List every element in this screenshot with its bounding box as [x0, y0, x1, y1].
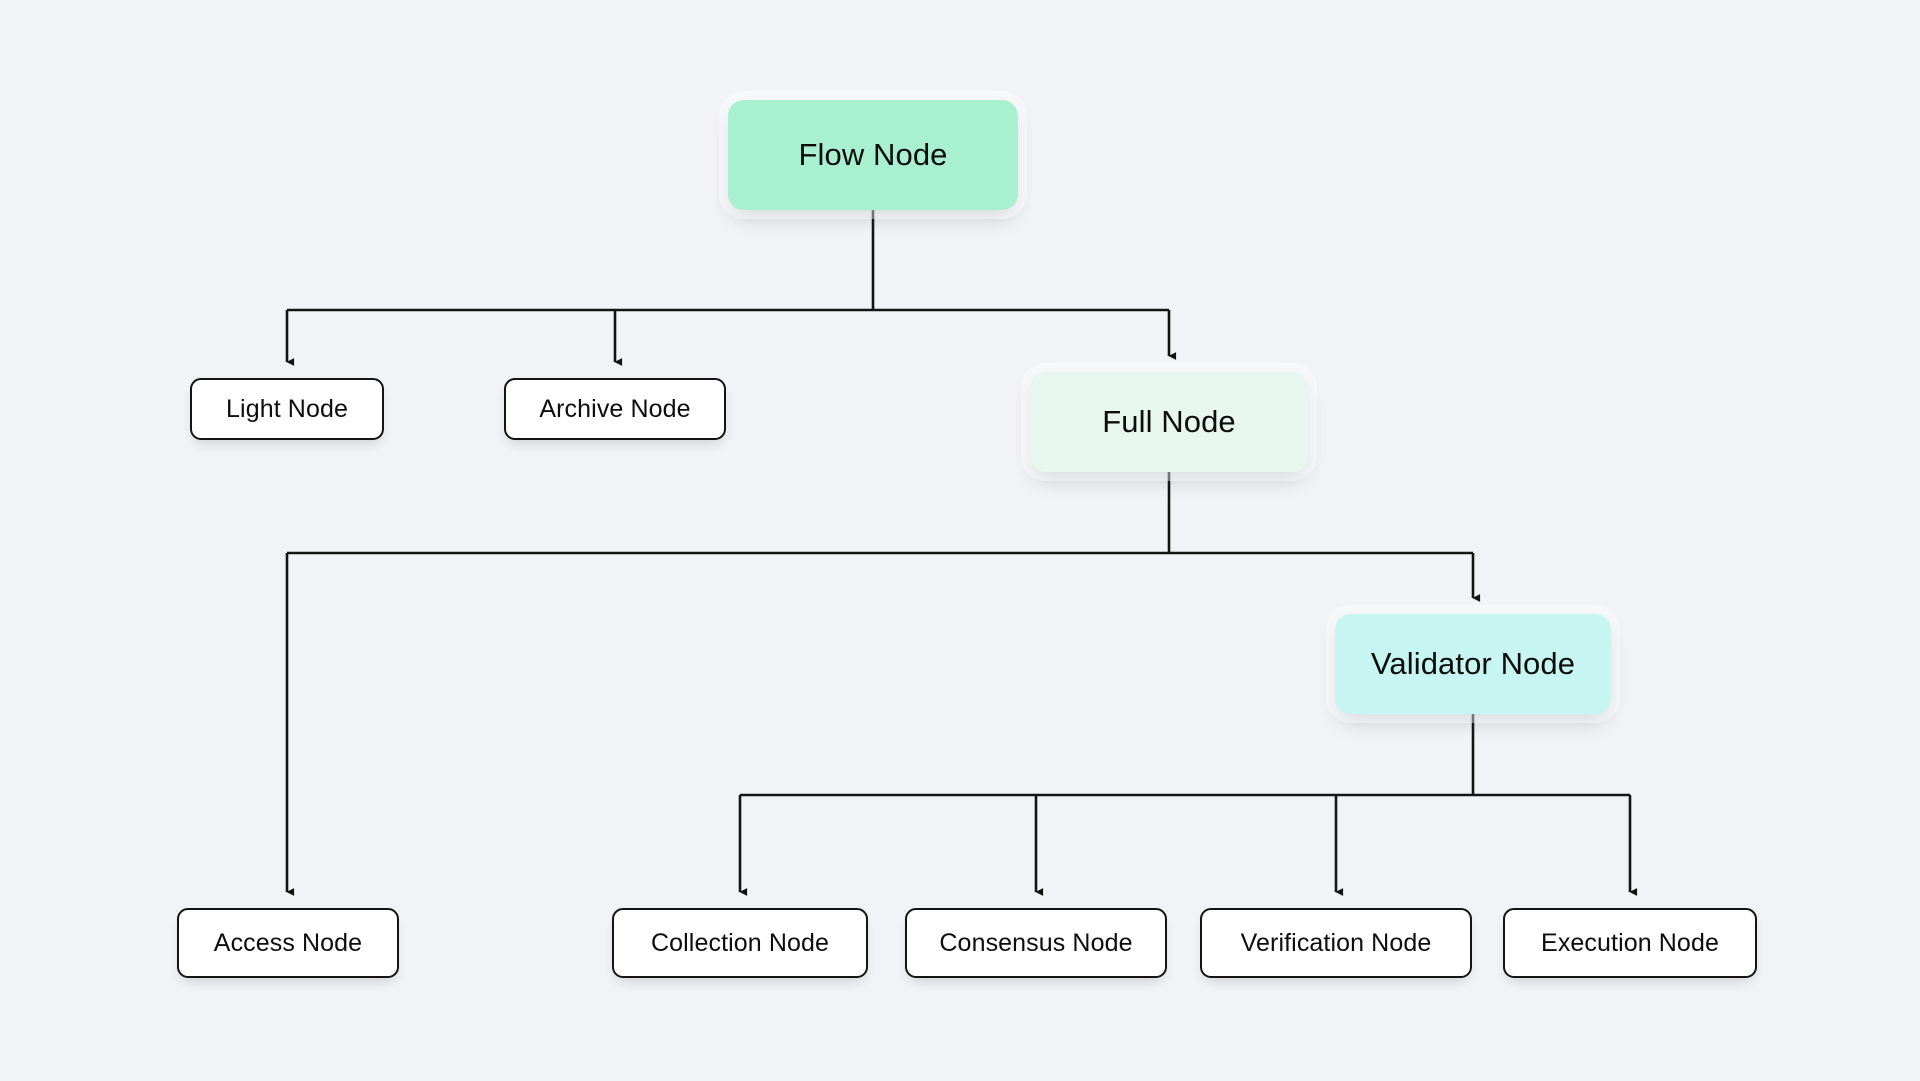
- node-flow-node[interactable]: Flow Node: [728, 100, 1018, 210]
- node-label: Archive Node: [539, 394, 691, 423]
- node-full-node[interactable]: Full Node: [1030, 372, 1308, 472]
- node-label: Verification Node: [1240, 928, 1432, 957]
- node-execution-node[interactable]: Execution Node: [1503, 908, 1757, 978]
- node-access-node[interactable]: Access Node: [177, 908, 399, 978]
- node-label: Execution Node: [1541, 928, 1719, 957]
- node-archive-node[interactable]: Archive Node: [504, 378, 726, 440]
- node-label: Flow Node: [798, 137, 948, 172]
- node-label: Full Node: [1102, 404, 1236, 439]
- node-light-node[interactable]: Light Node: [190, 378, 384, 440]
- node-label: Light Node: [226, 394, 348, 423]
- node-consensus-node[interactable]: Consensus Node: [905, 908, 1167, 978]
- node-label: Validator Node: [1370, 646, 1576, 681]
- node-verification-node[interactable]: Verification Node: [1200, 908, 1472, 978]
- node-label: Collection Node: [651, 928, 829, 957]
- node-label: Consensus Node: [939, 928, 1133, 957]
- node-collection-node[interactable]: Collection Node: [612, 908, 868, 978]
- node-validator-node[interactable]: Validator Node: [1335, 614, 1611, 714]
- node-label: Access Node: [213, 928, 363, 957]
